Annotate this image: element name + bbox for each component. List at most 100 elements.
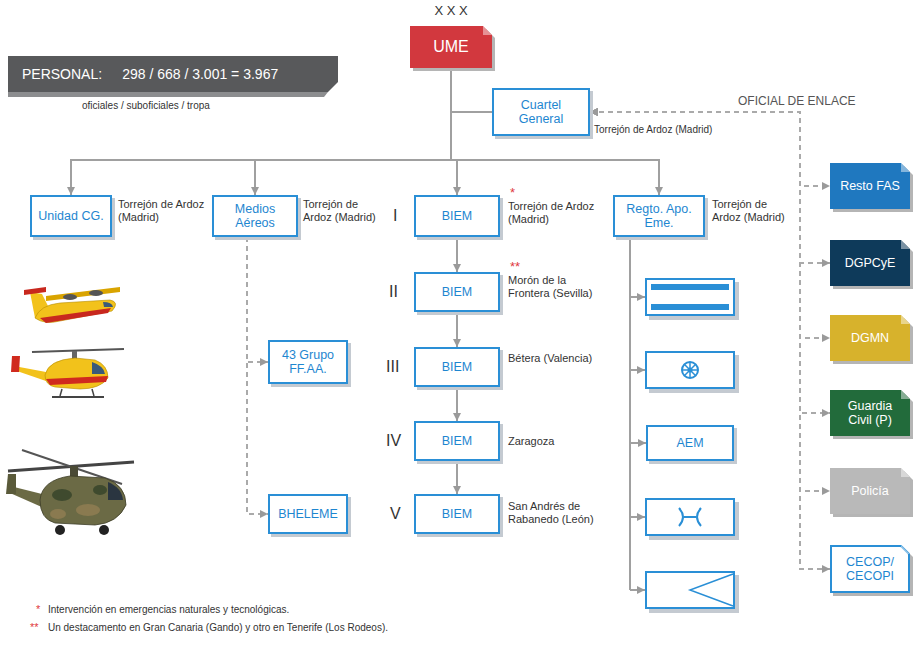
box-text: BIEM	[420, 434, 494, 448]
liaison-box: Guardia Civil (P)	[830, 390, 910, 436]
text-label: *	[510, 185, 515, 201]
transport-helicopter-part	[108, 482, 123, 500]
box-text: DGMN	[836, 331, 904, 345]
amphibious-plane-part	[89, 290, 103, 296]
transport-helicopter-part	[6, 474, 16, 494]
wheel-icon-box	[646, 352, 739, 393]
air-unit-box: 43 Grupo FF.AA.	[268, 340, 348, 384]
text-label: Morón de la Frontera (Sevilla)	[508, 274, 608, 300]
connector	[590, 112, 830, 338]
wheel-icon-box-part	[684, 364, 695, 375]
box-text: Cuartel General	[498, 98, 584, 127]
box-text: Regto. Apo. Eme.	[619, 202, 699, 231]
box-fill	[830, 468, 910, 514]
rescue-helicopter-part	[11, 356, 20, 372]
text-label: V	[390, 504, 401, 523]
box-fill	[830, 315, 910, 361]
connector	[630, 237, 646, 443]
box-text: BIEM	[420, 360, 494, 374]
text-label: Torrejón de Ardoz (Madrid)	[118, 198, 208, 224]
signal-flag-icon-box	[646, 572, 739, 613]
amphibious-plane-part	[24, 287, 46, 295]
transmissions-icon-box-part	[646, 499, 734, 535]
flag-icon-box	[646, 279, 739, 320]
rescue-helicopter-part	[60, 389, 62, 396]
text-label: *	[36, 603, 40, 616]
connector	[456, 237, 458, 272]
badge-shadow	[8, 92, 328, 97]
text-label: Torrejón de Ardoz (Madrid)	[508, 200, 606, 226]
battalion-box: BIEM	[414, 272, 500, 312]
text-label: oficiales / suboficiales / tropa	[82, 100, 210, 112]
liaison-box: DGPCyE	[830, 240, 910, 286]
transport-helicopter-part	[50, 509, 66, 519]
transport-helicopter	[6, 450, 134, 535]
box-text: BIEM	[420, 209, 494, 223]
rescue-helicopter	[11, 349, 124, 397]
box-text: 43 Grupo FF.AA.	[274, 348, 342, 377]
regiment-branches-part	[630, 296, 645, 298]
rescue-helicopter-part	[32, 349, 124, 352]
folded-corner	[901, 390, 910, 399]
regiment-box: Regto. Apo. Eme.	[613, 195, 705, 237]
connector	[456, 387, 458, 421]
box-text: UME	[414, 38, 488, 56]
folded-corner	[901, 468, 910, 477]
headquarters-box: Cuartel General	[492, 88, 590, 136]
text-label: OFICIAL DE ENLACE	[738, 94, 856, 108]
unit-box: Unidad CG.	[30, 195, 112, 237]
text-label: I	[393, 206, 397, 225]
regiment-branches-part	[630, 516, 645, 518]
battalion-box: BIEM	[414, 421, 500, 461]
box-text: BIEM	[420, 507, 494, 521]
flag-icon-box-part	[651, 290, 729, 304]
box-text: BHELEME	[274, 507, 342, 521]
transport-helicopter-part	[76, 504, 100, 516]
wheel-icon-box-part	[684, 364, 695, 375]
personnel-badge: PERSONAL:298 / 668 / 3.001 = 3.967	[8, 56, 338, 92]
transmissions-icon-box-part	[679, 508, 683, 526]
liaison-box: CECOP/ CECOPI	[830, 545, 910, 593]
folded-corner	[483, 26, 492, 35]
transmissions-icon-box	[646, 499, 739, 540]
box-fill	[830, 390, 910, 436]
folded-corner	[901, 163, 910, 172]
command-box: X X XUME	[410, 26, 492, 68]
connector	[590, 112, 830, 263]
transport-helicopter-part	[99, 525, 109, 535]
connector	[451, 68, 492, 112]
text-label: Bétera (Valencia)	[508, 352, 608, 365]
badge-fill	[8, 56, 338, 92]
wheel-icon-box-part	[646, 352, 734, 388]
connector	[590, 112, 830, 491]
box-text: BIEM	[420, 285, 494, 299]
battalion-box: BIEM	[414, 494, 500, 534]
text-label: IV	[386, 431, 401, 450]
connector	[247, 237, 268, 362]
transport-helicopter-part	[55, 525, 65, 535]
box-text: Policía	[836, 484, 904, 498]
rescue-helicopter-part	[45, 358, 108, 389]
box-text: AEM	[652, 436, 728, 450]
connector	[456, 312, 458, 347]
box-text: PERSONAL:	[22, 66, 102, 82]
box-text: Unidad CG.	[36, 209, 106, 223]
connector	[590, 112, 830, 186]
air-unit-box: BHELEME	[268, 494, 348, 534]
amphibious-plane-part	[103, 302, 113, 307]
liaison-box: DGMN	[830, 315, 910, 361]
unit-box: Medios Aéreos	[212, 195, 298, 237]
box-text: Medios Aéreos	[218, 202, 292, 231]
text-label: **	[30, 621, 39, 634]
box-fill	[830, 240, 910, 286]
regiment-branches-part	[630, 369, 645, 371]
liaison-box: Resto FAS	[830, 163, 910, 209]
box-fill	[830, 163, 910, 209]
text-label: Torrejón de Ardoz (Madrid)	[594, 124, 712, 136]
connector	[590, 112, 830, 569]
text-label: Intervención en emergencias naturales y …	[48, 604, 289, 616]
box-text: DGPCyE	[836, 256, 904, 270]
battalion-box: BIEM	[414, 347, 500, 387]
signal-flag-icon-box-part	[646, 572, 734, 608]
